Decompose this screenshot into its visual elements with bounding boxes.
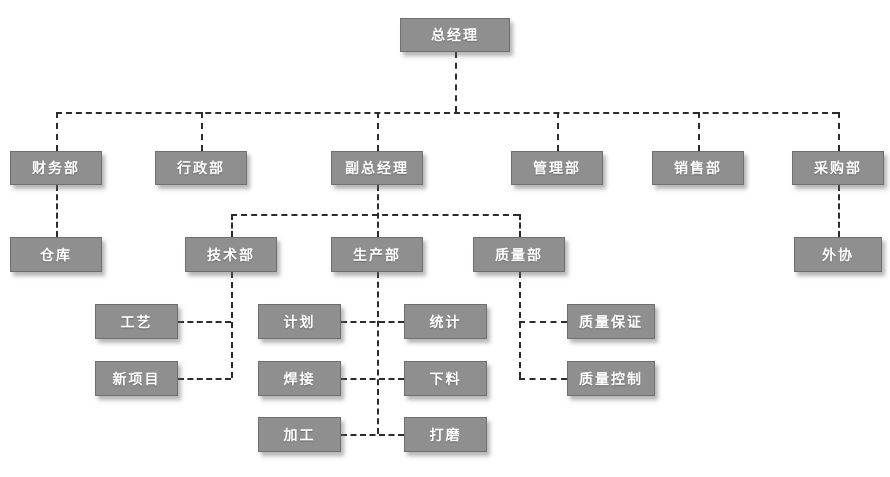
connector-line <box>519 214 521 237</box>
connector-line <box>377 272 379 434</box>
connector-line <box>178 321 231 323</box>
org-node-tech: 技术部 <box>185 237 277 272</box>
org-node-cutting: 下料 <box>404 361 487 396</box>
connector-line <box>231 214 519 216</box>
org-node-gm: 总经理 <box>400 18 510 52</box>
connector-line <box>557 112 559 151</box>
org-node-finance: 财务部 <box>10 151 102 185</box>
org-node-deputy-gm: 副总经理 <box>331 151 423 185</box>
connector-line <box>178 378 231 380</box>
org-node-qc: 质量控制 <box>567 361 655 396</box>
org-node-polishing: 打磨 <box>404 417 487 452</box>
org-node-statistics: 统计 <box>404 304 487 339</box>
connector-line <box>377 112 379 151</box>
connector-line <box>698 112 700 151</box>
connector-line <box>56 185 58 237</box>
connector-line <box>201 112 203 151</box>
org-node-process: 工艺 <box>95 304 178 339</box>
connector-line <box>838 112 840 151</box>
connector-line <box>56 112 58 151</box>
connector-line <box>455 52 457 112</box>
org-node-management: 管理部 <box>511 151 603 185</box>
connector-line <box>519 321 567 323</box>
org-node-outsourcing: 外协 <box>794 237 882 272</box>
connector-line <box>341 321 404 323</box>
org-node-production: 生产部 <box>331 237 423 272</box>
connector-line <box>56 112 838 114</box>
connector-line <box>838 185 840 237</box>
org-node-admin: 行政部 <box>155 151 247 185</box>
connector-line <box>377 185 379 237</box>
connector-line <box>231 272 233 378</box>
org-node-welding: 焊接 <box>258 361 341 396</box>
connector-line <box>519 272 521 378</box>
org-node-warehouse: 仓库 <box>10 237 102 272</box>
org-node-machining: 加工 <box>258 417 341 452</box>
org-node-qa: 质量保证 <box>567 304 655 339</box>
org-node-sales: 销售部 <box>652 151 744 185</box>
org-node-planning: 计划 <box>258 304 341 339</box>
connector-line <box>341 378 404 380</box>
connector-line <box>341 434 404 436</box>
org-node-quality: 质量部 <box>473 237 565 272</box>
org-node-purchasing: 采购部 <box>792 151 884 185</box>
connector-line <box>519 378 567 380</box>
org-node-new-project: 新项目 <box>95 361 178 396</box>
connector-line <box>231 214 233 237</box>
